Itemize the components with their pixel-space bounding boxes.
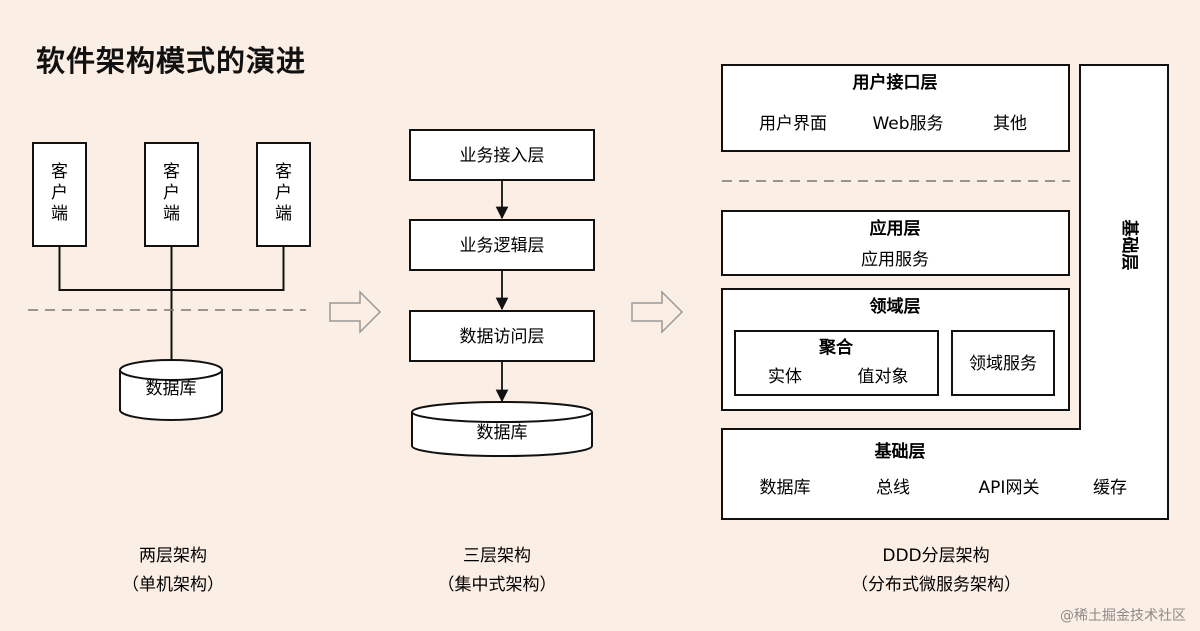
layer-item: API网关: [979, 478, 1040, 498]
two-tier-architecture: 客 户 端 客 户 端 客 户 端 数据库: [28, 142, 311, 595]
layer-box: 业务逻辑层: [409, 219, 595, 271]
client-label: 端: [163, 204, 180, 224]
layer-title: 用户接口层: [853, 72, 938, 93]
client-label: 客: [163, 162, 180, 182]
ddd-subcaption: （分布式微服务架构）: [851, 575, 1021, 595]
aggregate-box: 聚合 实体 值对象: [734, 330, 939, 396]
database-cylinder: 数据库: [411, 401, 593, 457]
client-connector-lines: [58, 246, 285, 361]
aggregate-title: 聚合: [818, 337, 854, 358]
database-label: 数据库: [146, 379, 197, 399]
layer-item: 缓存: [1093, 478, 1127, 498]
domain-service-label: 领域服务: [969, 354, 1037, 374]
transition-arrow-icon: [631, 290, 684, 334]
client-label: 客: [275, 162, 292, 182]
three-tier-architecture: 业务接入层 业务逻辑层 数据访问层 数据库 三层架构 （集中式架构）: [409, 129, 595, 595]
client-box: 客 户 端: [256, 142, 311, 247]
client-label: 端: [275, 204, 292, 224]
layer-item: 用户界面: [759, 114, 827, 134]
user-interface-layer: 用户接口层 用户界面 Web服务 其他: [721, 64, 1070, 152]
domain-service-box: 领域服务: [951, 330, 1055, 396]
client-label: 户: [51, 183, 68, 203]
domain-layer: 领域层 聚合 实体 值对象 领域服务: [721, 288, 1070, 411]
client-label: 户: [275, 183, 292, 203]
layer-title: 领域层: [870, 296, 921, 317]
layer-label: 业务接入层: [460, 146, 545, 166]
three-tier-caption: 三层架构: [463, 546, 531, 566]
layer-title: 基础层: [874, 441, 926, 462]
watermark: @稀土掘金技术社区: [1060, 608, 1186, 624]
layer-item: 数据库: [760, 478, 811, 498]
application-layer: 应用层 应用服务: [721, 210, 1070, 276]
three-tier-subcaption: （集中式架构）: [438, 575, 557, 595]
layer-item: 总线: [876, 478, 910, 498]
ddd-caption: DDD分层架构: [882, 546, 989, 566]
layer-box: 数据访问层: [409, 310, 595, 362]
layer-item: 应用服务: [861, 250, 929, 270]
layer-label: 数据访问层: [460, 327, 545, 347]
transition-arrow-icon: [329, 290, 382, 334]
layer-box: 业务接入层: [409, 129, 595, 181]
aggregate-item: 实体: [768, 367, 802, 387]
client-label: 端: [51, 204, 68, 224]
two-tier-caption: 两层架构: [139, 546, 207, 566]
infrastructure-layer: 基础层 数据库 总线 API网关 缓存: [760, 441, 1128, 498]
database-label: 数据库: [477, 423, 528, 443]
infrastructure-vertical-label: 基础层: [1119, 219, 1140, 271]
layer-label: 业务逻辑层: [460, 236, 545, 256]
ddd-architecture: 基础层 用户接口层 用户界面 Web服务 其他 应用层 应用服务 领域层 聚合 …: [721, 64, 1169, 595]
aggregate-item: 值对象: [858, 367, 909, 387]
two-tier-subcaption: （单机架构）: [122, 575, 224, 595]
layer-item: Web服务: [872, 114, 943, 134]
infrastructure-layer-frame: [721, 64, 1169, 520]
layer-title: 应用层: [870, 218, 921, 239]
client-box: 客 户 端: [32, 142, 87, 247]
client-box: 客 户 端: [144, 142, 199, 247]
page-title: 软件架构模式的演进: [36, 44, 307, 78]
database-cylinder: 数据库: [119, 359, 223, 421]
layer-item: 其他: [993, 114, 1027, 134]
client-label: 户: [163, 183, 180, 203]
client-label: 客: [51, 162, 68, 182]
